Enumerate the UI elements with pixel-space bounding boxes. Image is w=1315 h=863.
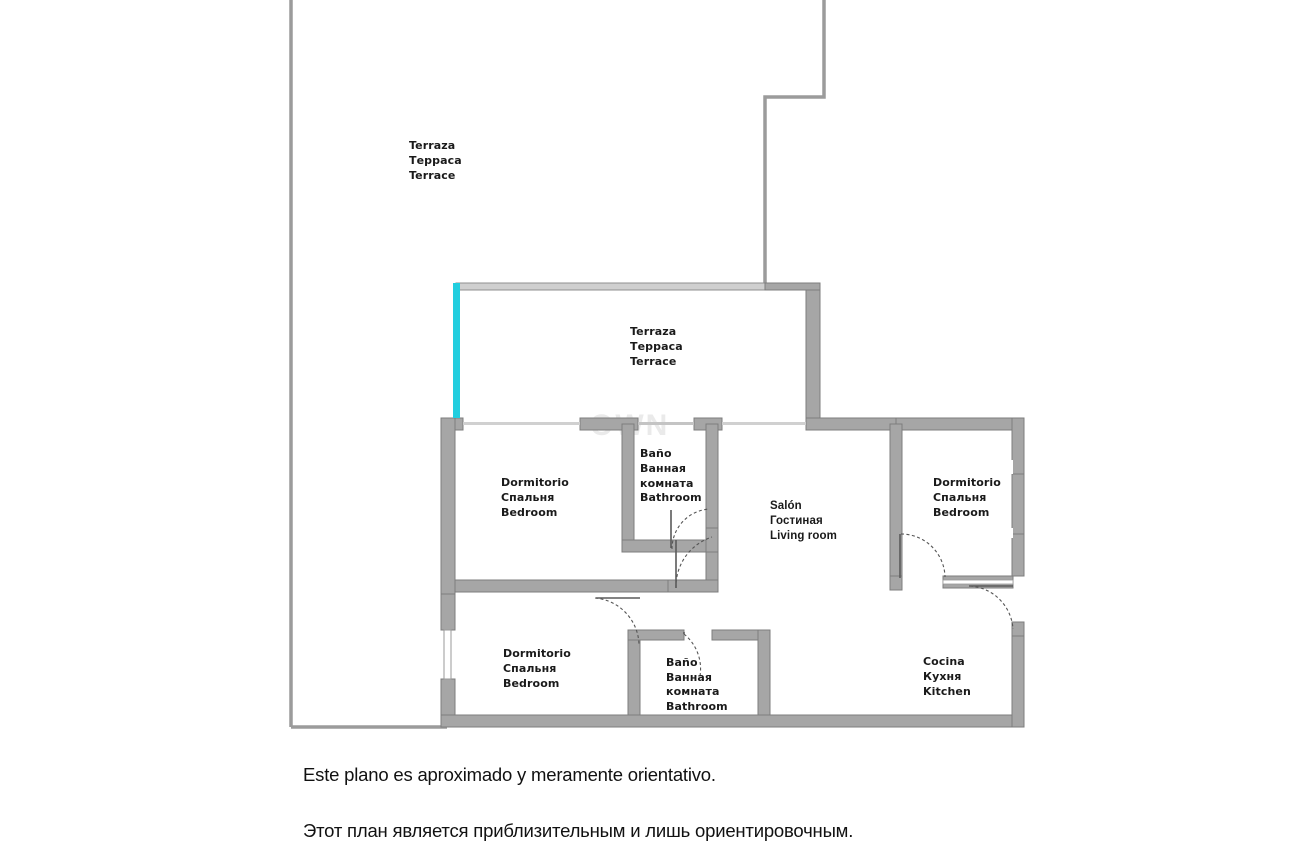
terrace-wall-top-right-stub <box>764 282 821 291</box>
bedroom-left-upper-label-es: Dormitorio <box>501 476 569 489</box>
terrace-lower-label-en: Terrace <box>630 355 676 368</box>
door-arc-bedroom-left-lower <box>594 597 640 646</box>
living-room-label-es: Salón <box>770 500 802 512</box>
door-leaves <box>596 510 1013 634</box>
wall-bedroom-left-bottom-b <box>667 579 719 593</box>
wall-right-recess-a <box>1005 460 1013 474</box>
door-arc-bathroom-upper <box>671 508 710 550</box>
label-bedroom-left-lower: Dormitorio Спальня Bedroom <box>503 647 571 690</box>
label-bathroom-upper: Baño Ванная комната Bathroom <box>640 447 702 504</box>
disclaimer-russian: Этот план является приблизительным и лиш… <box>303 820 854 841</box>
label-bedroom-right: Dormitorio Спальня Bedroom <box>933 476 1001 519</box>
bathroom-upper-label-ru1: Ванная <box>640 462 686 475</box>
building-walls <box>440 282 1025 728</box>
label-living-room: Salón Гостиная Living room <box>770 500 837 542</box>
wall-right-recess-b <box>1005 528 1013 538</box>
bathroom-lower-label-en: Bathroom <box>666 700 728 713</box>
cyan-accent-wall <box>453 283 460 418</box>
label-bedroom-left-upper: Dormitorio Спальня Bedroom <box>501 476 569 519</box>
wall-bottom-exterior <box>440 714 1025 728</box>
bedroom-left-lower-label-ru: Спальня <box>503 662 556 675</box>
terrace-wall-right-step <box>763 0 826 283</box>
label-kitchen: Cocina Кухня Kitchen <box>923 655 971 698</box>
window-top-bath <box>638 422 694 425</box>
label-terrace-lower: Terraza Терраса Terrace <box>630 325 683 368</box>
bathroom-lower-label-ru1: Ванная <box>666 671 712 684</box>
bedroom-left-lower-label-es: Dormitorio <box>503 647 571 660</box>
wall-right-exterior-b <box>1011 473 1025 535</box>
bathroom-upper-label-es: Baño <box>640 447 672 460</box>
terrace-lower-label-ru: Терраса <box>630 340 683 353</box>
bedroom-right-label-ru: Спальня <box>933 491 986 504</box>
living-room-label-en: Living room <box>770 530 837 542</box>
kitchen-label-en: Kitchen <box>923 685 971 698</box>
kitchen-label-es: Cocina <box>923 655 965 668</box>
window-top-bedroom-left <box>463 422 580 425</box>
terrace-lower-label-es: Terraza <box>630 325 676 338</box>
terrace-wall-right <box>805 282 821 421</box>
terrace-upper-label-ru: Терраса <box>409 154 462 167</box>
wall-right-bedroom-left-stub <box>889 575 903 591</box>
wall-kitchen-right-top <box>1011 621 1025 637</box>
wall-right-exterior-a <box>1011 417 1025 475</box>
wall-right-exterior-d <box>1011 621 1025 728</box>
window-left-lower-bedroom <box>443 629 452 680</box>
bathroom-upper-label-en: Bathroom <box>640 491 702 504</box>
door-arc-bathroom-lower <box>683 633 702 677</box>
wall-bath-lower-top-a <box>627 629 685 641</box>
wall-bath-upper-bottom <box>621 539 713 553</box>
wall-bath-lower-left <box>627 629 641 716</box>
kitchen-label-ru: Кухня <box>923 670 961 683</box>
wall-apt-top-seg-c <box>805 417 903 431</box>
door-arc-kitchen <box>969 585 1014 630</box>
wall-bath-lower-right <box>757 629 771 716</box>
label-terrace-upper: Terraza Терраса Terrace <box>409 139 462 182</box>
bedroom-right-label-en: Bedroom <box>933 506 989 519</box>
wall-living-left-upper <box>705 423 719 529</box>
bathroom-lower-label-es: Baño <box>666 656 698 669</box>
door-arc-bedroom-right <box>900 533 946 578</box>
window-top-living <box>722 422 806 425</box>
terrace-outline-walls <box>289 0 826 729</box>
terrace-upper-label-en: Terrace <box>409 169 455 182</box>
terrace-upper-label-es: Terraza <box>409 139 455 152</box>
bathroom-lower-label-ru2: комната <box>666 685 720 698</box>
wall-bath-upper-left <box>621 423 635 553</box>
bedroom-left-upper-label-en: Bedroom <box>501 506 557 519</box>
living-room-label-ru: Гостиная <box>770 515 823 527</box>
bedroom-left-upper-label-ru: Спальня <box>501 491 554 504</box>
bedroom-left-lower-label-en: Bedroom <box>503 677 559 690</box>
wall-bedroom-left-bottom <box>454 579 674 593</box>
wall-apt-top-seg-d <box>895 417 1025 431</box>
wall-right-exterior-c <box>1011 533 1025 577</box>
accent-wall-highlight <box>453 283 460 418</box>
disclaimer-spanish: Este plano es aproximado y meramente ori… <box>303 764 716 785</box>
bathroom-upper-label-ru2: комната <box>640 477 694 490</box>
window-right-bedroom-bottom <box>942 579 1014 585</box>
wall-left-exterior-mid <box>440 593 456 631</box>
label-bathroom-lower: Baño Ванная комната Bathroom <box>666 656 728 713</box>
wall-left-exterior-upper <box>440 417 456 595</box>
bedroom-right-label-es: Dormitorio <box>933 476 1001 489</box>
